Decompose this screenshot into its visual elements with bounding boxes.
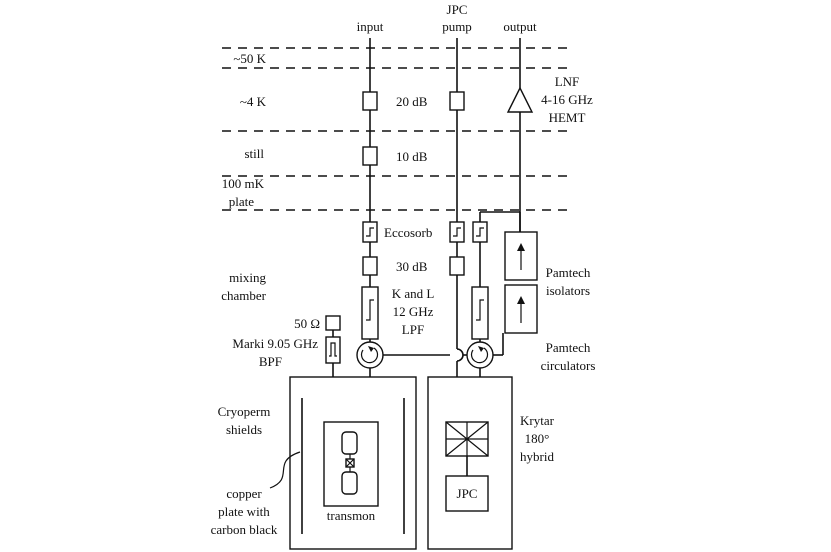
hemt-amplifier-icon xyxy=(506,86,534,113)
stage-label-50k: ~50 K xyxy=(233,51,266,66)
stage-label-mixing-line2: chamber xyxy=(221,288,266,303)
filter-step-symbol xyxy=(476,299,484,321)
crossover-hop xyxy=(456,348,464,362)
label-lpf-line3: LPF xyxy=(402,322,424,337)
pump-attenuator-30db xyxy=(449,256,465,276)
circulator-arrow-icon xyxy=(470,347,489,364)
input-attenuator-10db xyxy=(362,146,378,166)
stage-label-100mk-line1: 100 mK xyxy=(222,176,265,191)
stage-label-mixing-line1: mixing xyxy=(229,270,266,285)
filter-step-symbol xyxy=(366,227,374,237)
hybrid-cross-icon xyxy=(445,421,489,457)
label-copper-line1: copper xyxy=(226,486,262,501)
copper-plate-pointer xyxy=(269,451,301,489)
stage-label-still: still xyxy=(244,146,264,161)
stage-label-4k: ~4 K xyxy=(240,94,267,109)
label-circulators-line2: circulators xyxy=(541,358,596,373)
label-isolators-line2: isolators xyxy=(546,283,590,298)
label-attenuator-10db: 10 dB xyxy=(396,149,428,164)
label-hybrid-line2: 180° xyxy=(525,431,550,446)
circulator-arrowhead-icon xyxy=(478,346,484,352)
label-lpf-line2: 12 GHz xyxy=(393,304,434,319)
pump-column-label-line2: pump xyxy=(442,19,472,34)
bandpass-symbol xyxy=(329,342,337,357)
label-hemt-line1: LNF xyxy=(555,74,580,89)
stage-label-100mk-line2: plate xyxy=(229,194,254,209)
label-isolators-line1: Pamtech xyxy=(546,265,591,280)
label-shields-line2: shields xyxy=(226,422,262,437)
label-copper-line3: carbon black xyxy=(211,522,278,537)
right-shield-enclosure xyxy=(427,376,513,550)
label-transmon: transmon xyxy=(327,508,376,523)
label-hybrid-line3: hybrid xyxy=(520,449,554,464)
pump-attenuator-20db xyxy=(449,91,465,111)
pump-column-label-line1: JPC xyxy=(447,2,468,17)
label-jpc: JPC xyxy=(457,486,478,501)
input-column-label: input xyxy=(357,19,384,34)
termination-50ohm xyxy=(325,315,341,331)
label-termination: 50 Ω xyxy=(294,316,320,331)
label-eccosorb: Eccosorb xyxy=(384,225,432,240)
label-circulators-line1: Pamtech xyxy=(546,340,591,355)
input-attenuator-30db xyxy=(362,256,378,276)
circulator-arrowhead-icon xyxy=(368,346,374,352)
output-column-label: output xyxy=(503,19,537,34)
filter-step-symbol xyxy=(366,299,374,321)
label-lpf-line1: K and L xyxy=(392,286,435,301)
input-circulator xyxy=(356,341,384,369)
circulator-arrow-icon xyxy=(360,347,379,364)
junction-cross-icon xyxy=(345,458,355,468)
transmon-pad-bottom xyxy=(341,471,358,495)
filter-step-symbol xyxy=(453,227,461,237)
label-hemt-line2: 4-16 GHz xyxy=(541,92,593,107)
label-attenuator-30db: 30 dB xyxy=(396,259,428,274)
isolator-arrowhead-icon xyxy=(517,296,525,304)
isolator-2 xyxy=(504,284,538,334)
label-hemt-line3: HEMT xyxy=(549,110,586,125)
output-circulator xyxy=(466,341,494,369)
label-hybrid-line1: Krytar xyxy=(520,413,555,428)
bandpass-filter xyxy=(325,336,341,364)
label-shields-line1: Cryoperm xyxy=(218,404,271,419)
label-attenuator-20db: 20 dB xyxy=(396,94,428,109)
transmon-pad-top xyxy=(341,431,358,455)
filter-step-symbol xyxy=(476,227,484,237)
input-attenuator-20db xyxy=(362,91,378,111)
jpc-box xyxy=(445,475,489,512)
label-bpf-line2: BPF xyxy=(259,354,282,369)
isolator-arrowhead-icon xyxy=(517,243,525,251)
label-copper-line2: plate with xyxy=(218,504,270,519)
label-bpf-line1: Marki 9.05 GHz xyxy=(232,336,318,351)
